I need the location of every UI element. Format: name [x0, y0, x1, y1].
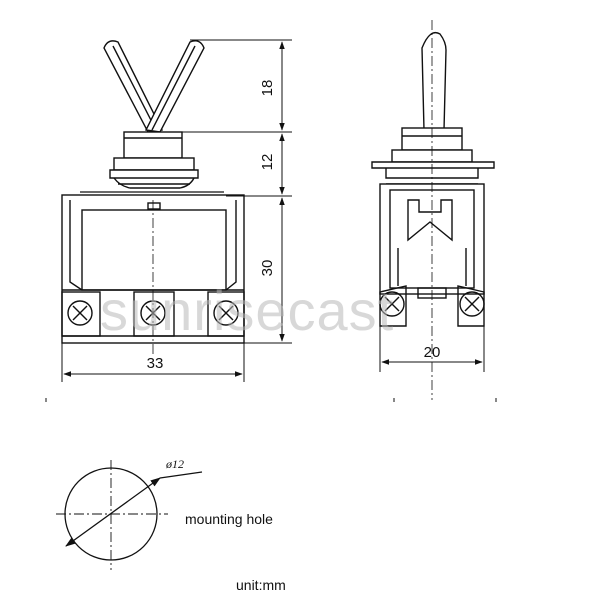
- width-dimension-front: [61, 343, 245, 382]
- front-view: [61, 40, 245, 355]
- watermark: sunrisecast: [100, 279, 394, 342]
- unit-label: unit:mm: [236, 577, 286, 593]
- vertical-dimensions: [182, 39, 292, 344]
- bushing-front: [109, 131, 199, 189]
- dim-body-width-side: 20: [424, 344, 441, 361]
- dim-body-height: 30: [259, 260, 276, 277]
- width-dimension-side: [379, 326, 485, 372]
- dim-toggle-height: 18: [259, 80, 276, 97]
- toggle-lever-side: [421, 31, 447, 131]
- side-view: [371, 20, 495, 400]
- dim-hole-diameter: ø12: [165, 457, 184, 471]
- toggle-lever-front: [103, 40, 205, 133]
- mounting-hole-drawing: [56, 460, 203, 570]
- mounting-hole-label: mounting hole: [185, 511, 273, 527]
- dim-body-width-front: 33: [147, 355, 164, 372]
- dim-bushing-height: 12: [259, 154, 276, 171]
